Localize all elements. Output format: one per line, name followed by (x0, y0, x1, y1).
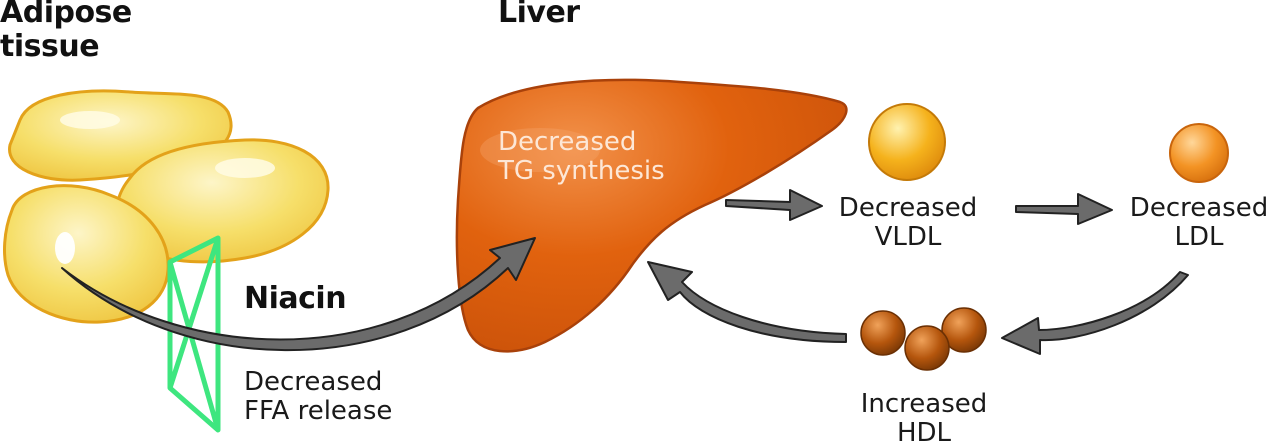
ldl-label: Decreased LDL (1118, 193, 1280, 253)
liver-highlight (480, 128, 600, 172)
vldl-label-line2: VLDL (874, 222, 942, 253)
adipose-label-line1: Adipose (0, 0, 132, 30)
arrow-ldl-to-hdl (1001, 271, 1189, 355)
adipose-highlight-3 (55, 232, 75, 264)
arrow-hdl-to-liver (647, 261, 847, 343)
ldl-label-line1: Decreased (1129, 193, 1269, 223)
adipose-tissue-label: Adipose tissue (0, 0, 132, 63)
niacin-label: Niacin (244, 281, 347, 316)
ffa-label-line1: Decreased (244, 367, 383, 397)
ffa-release-label: Decreased FFA release (244, 367, 393, 427)
ffa-label-line2: FFA release (244, 396, 393, 427)
adipose-tissue-cells (3, 89, 330, 324)
hdl-label: Increased HDL (834, 389, 1014, 446)
vldl-label: Decreased VLDL (818, 193, 998, 253)
adipose-highlight-1 (60, 111, 120, 129)
niacin-block-marker (167, 235, 221, 433)
adipose-label-line2: tissue (0, 28, 100, 64)
ldl-particle (1169, 123, 1229, 183)
ldl-label-line2: LDL (1174, 222, 1224, 253)
hdl-label-line2: HDL (896, 418, 952, 446)
liver-organ (455, 78, 848, 353)
adipose-highlight-2 (215, 158, 275, 178)
vldl-particle (868, 103, 946, 181)
tg-label-line2: TG synthesis (498, 156, 665, 187)
hdl-particle-right (941, 307, 987, 353)
arrow-ffa-to-liver (61, 237, 536, 352)
hdl-label-line1: Increased (860, 389, 988, 419)
liver-label: Liver (498, 0, 580, 30)
tg-synthesis-label: Decreased TG synthesis (498, 127, 665, 187)
tg-label-line1: Decreased (498, 127, 637, 157)
pathway-arrows (61, 189, 1189, 355)
hdl-particle-bottom (904, 325, 950, 371)
vldl-label-line1: Decreased (838, 193, 978, 223)
arrow-liver-to-vldl (725, 189, 823, 221)
arrow-vldl-to-ldl (1015, 193, 1113, 225)
hdl-particles (860, 307, 987, 371)
hdl-particle-left (860, 310, 906, 356)
adipose-cell-front (3, 184, 170, 324)
liver-shape (455, 78, 848, 353)
